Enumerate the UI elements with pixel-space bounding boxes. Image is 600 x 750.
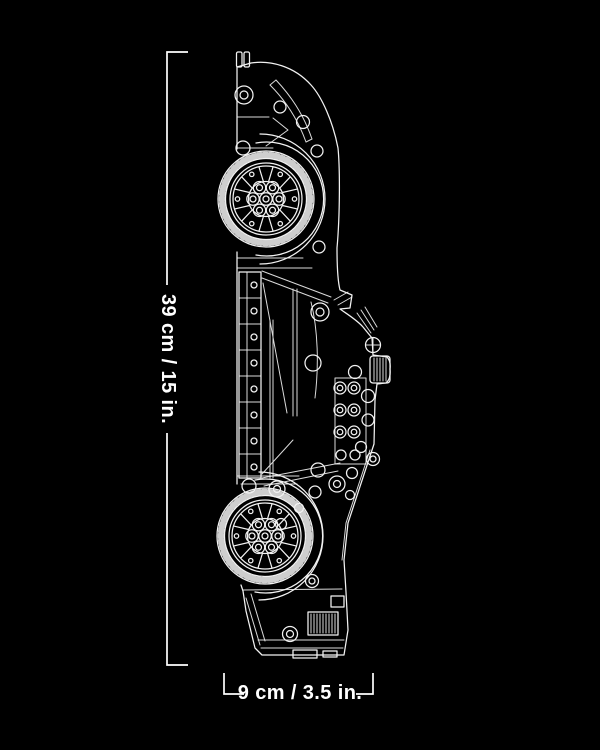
pin-hole — [235, 140, 251, 156]
fender-bolt — [295, 114, 311, 130]
engine-detail-cluster — [333, 364, 376, 465]
length-dimension: 39 cm / 15 in. — [157, 51, 188, 666]
nose-panel-lines — [236, 79, 313, 149]
rear-bumper-details — [242, 588, 345, 659]
door-pin-hole — [304, 354, 322, 372]
exhaust-ring-inner — [315, 307, 325, 317]
exhaust-ring — [310, 302, 330, 322]
pin-hole — [273, 100, 287, 114]
height-dimension-bracket-left — [223, 673, 244, 695]
fender-bolt-inner — [308, 577, 316, 585]
fender-bolt — [312, 240, 326, 254]
length-dimension-bracket-bottom — [166, 433, 188, 666]
door-panel-lines — [261, 270, 353, 479]
fender-bolt — [310, 144, 324, 158]
fender-bolt — [304, 573, 320, 589]
headlight-pin-hole-inner — [239, 90, 249, 100]
rocker-beam — [238, 271, 262, 479]
fender-bolt — [310, 462, 326, 478]
headlight-pin-hole — [234, 85, 254, 105]
front-splitter-prong — [243, 51, 251, 68]
front-fender-arch-outer — [259, 133, 326, 265]
roof-scoop-details — [356, 306, 391, 384]
sill-lines — [236, 257, 313, 485]
rear-wheel — [217, 488, 313, 584]
height-dimension-label: 9 cm / 3.5 in. — [238, 682, 363, 704]
height-dimension-bracket-right — [356, 673, 374, 695]
rear-fender-arch-outer — [258, 471, 324, 601]
front-wheel — [218, 151, 314, 247]
length-dimension-bracket-top — [166, 51, 188, 285]
height-dimension: 9 cm / 3.5 in. — [223, 673, 374, 704]
front-splitter-prong — [235, 51, 243, 68]
car-body-outline — [236, 61, 391, 656]
car-line-drawing — [217, 51, 391, 659]
front-fender-arch — [255, 141, 325, 257]
length-dimension-label: 39 cm / 15 in. — [157, 294, 179, 424]
fender-bolt — [308, 485, 322, 499]
